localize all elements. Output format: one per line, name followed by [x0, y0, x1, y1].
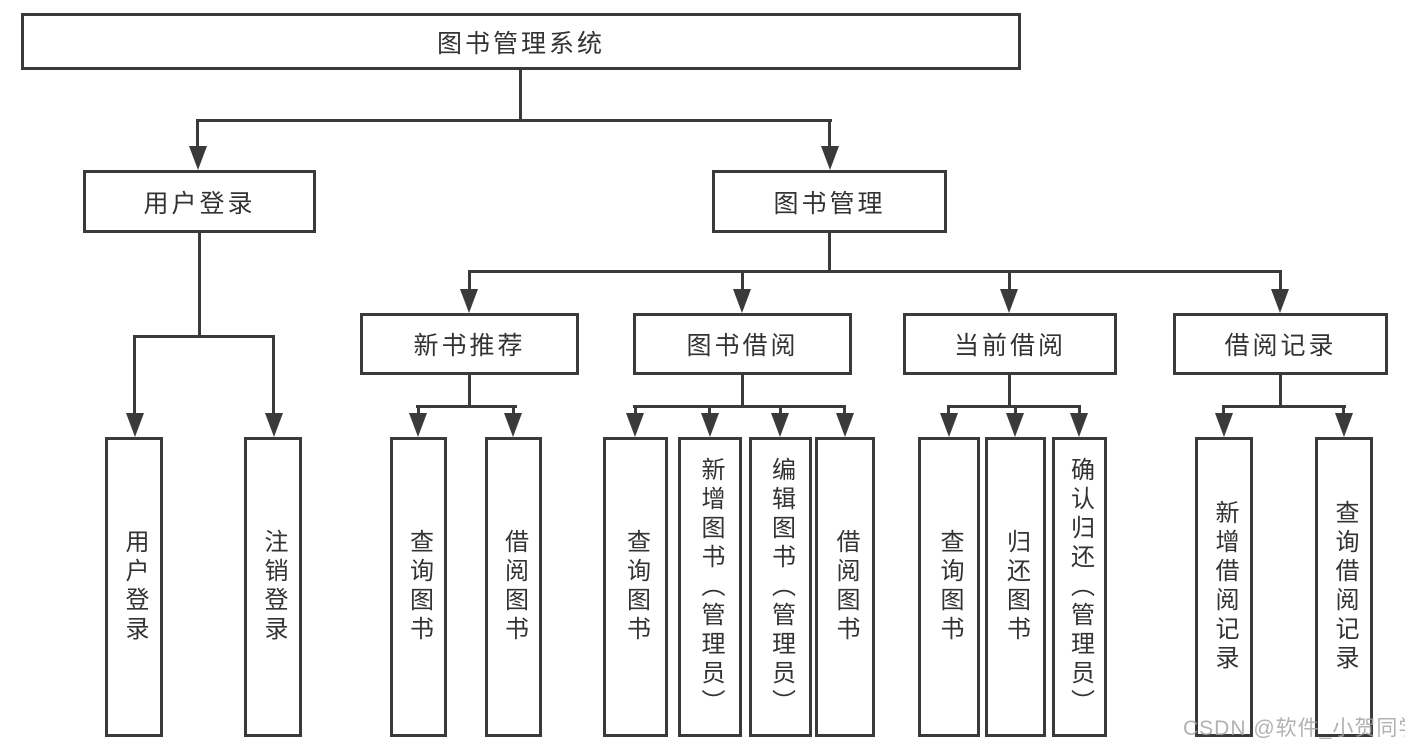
- node-book-management: 图书管理: [712, 170, 947, 233]
- leaf-query-borrow-record: 查询借阅记录: [1315, 437, 1373, 737]
- leaf-add-book-admin: 新增图书（管理员）: [678, 437, 742, 737]
- node-user-login: 用户登录: [83, 170, 316, 233]
- arrow-down-icon: [771, 413, 789, 437]
- node-current-borrow: 当前借阅: [903, 313, 1117, 375]
- arrow-down-icon: [409, 413, 427, 437]
- node-new-book-recommend: 新书推荐: [360, 313, 579, 375]
- leaf-user-login: 用户登录: [105, 437, 163, 737]
- connector-drop: [468, 270, 471, 292]
- connector-recommend-rail: [416, 405, 517, 408]
- leaf-query-books-current: 查询图书: [918, 437, 980, 737]
- connector-records-stem: [1279, 374, 1282, 406]
- connector-drop: [1078, 405, 1081, 415]
- arrow-down-icon: [836, 413, 854, 437]
- arrow-down-icon: [1215, 413, 1233, 437]
- arrow-down-icon: [460, 289, 478, 313]
- connector-drop: [634, 405, 637, 415]
- connector-drop: [512, 405, 515, 415]
- connector-borrow-rail: [633, 405, 846, 408]
- leaf-return-book: 归还图书: [985, 437, 1046, 737]
- connector-records-rail: [1222, 405, 1346, 408]
- connector-drop: [843, 405, 846, 415]
- node-book-borrow: 图书借阅: [633, 313, 852, 375]
- connector-root-rail: [196, 119, 832, 122]
- arrow-down-icon: [1335, 413, 1353, 437]
- connector-root-left-drop: [196, 119, 199, 149]
- arrow-down-icon: [1070, 413, 1088, 437]
- connector-drop: [708, 405, 711, 415]
- arrow-down-icon: [265, 413, 283, 437]
- leaf-borrow-books-recommend: 借阅图书: [485, 437, 542, 737]
- connector-drop: [741, 270, 744, 292]
- arrow-down-icon: [733, 289, 751, 313]
- arrow-down-icon: [821, 146, 839, 170]
- connector-drop: [417, 405, 420, 415]
- arrow-down-icon: [701, 413, 719, 437]
- arrow-down-icon: [504, 413, 522, 437]
- connector-recommend-stem: [468, 374, 471, 406]
- leaf-query-books-recommend: 查询图书: [390, 437, 447, 737]
- connector-drop: [1222, 405, 1225, 415]
- arrow-down-icon: [1000, 289, 1018, 313]
- leaf-query-books-borrow: 查询图书: [603, 437, 668, 737]
- connector-root-right-drop: [828, 119, 831, 149]
- connector-drop: [779, 405, 782, 415]
- leaf-borrow-books: 借阅图书: [815, 437, 875, 737]
- connector-book-mgmt-stem: [828, 232, 831, 272]
- arrow-down-icon: [189, 146, 207, 170]
- connector-drop: [1008, 270, 1011, 292]
- connector-user-login-stem: [198, 232, 201, 336]
- leaf-logout: 注销登录: [244, 437, 302, 737]
- leaf-edit-book-admin: 编辑图书（管理员）: [749, 437, 812, 737]
- connector-borrow-stem: [741, 374, 744, 406]
- connector-user-login-rail: [133, 335, 275, 338]
- connector-current-stem: [1008, 374, 1011, 406]
- arrow-down-icon: [626, 413, 644, 437]
- leaf-add-borrow-record: 新增借阅记录: [1195, 437, 1253, 737]
- leaf-confirm-return-admin: 确认归还（管理员）: [1052, 437, 1107, 737]
- node-borrow-records: 借阅记录: [1173, 313, 1388, 375]
- csdn-watermark: CSDN @软件_小贺同学: [1183, 717, 1405, 740]
- arrow-down-icon: [940, 413, 958, 437]
- arrow-down-icon: [1006, 413, 1024, 437]
- connector-drop: [947, 405, 950, 415]
- arrow-down-icon: [1271, 289, 1289, 313]
- connector-root-stem: [519, 69, 522, 121]
- connector-drop: [272, 335, 275, 417]
- connector-book-mgmt-rail: [468, 270, 1282, 273]
- connector-drop: [1279, 270, 1282, 292]
- arrow-down-icon: [126, 413, 144, 437]
- node-system-root: 图书管理系统: [21, 13, 1021, 70]
- connector-drop: [1342, 405, 1345, 415]
- connector-drop: [133, 335, 136, 417]
- connector-drop: [1014, 405, 1017, 415]
